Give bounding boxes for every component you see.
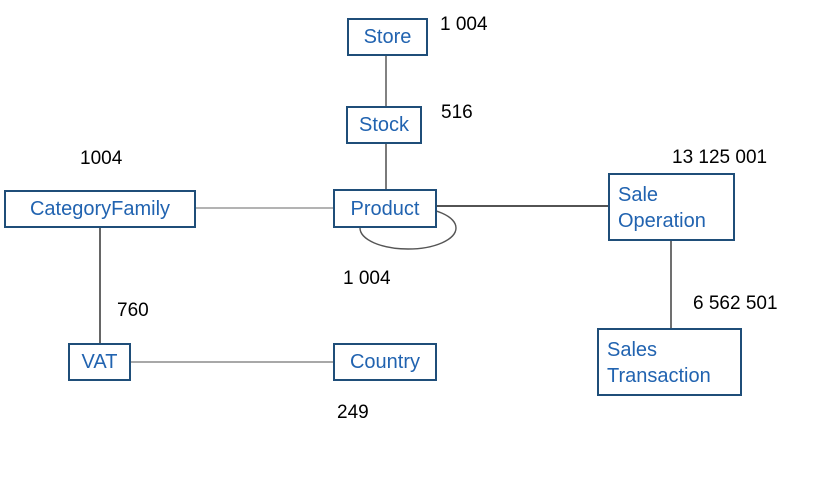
entity-product-label: Product [350,197,420,220]
count-stock: 516 [441,102,473,123]
entity-sale-operation[interactable]: Sale Operation [608,173,735,241]
count-store: 1 004 [440,14,488,35]
entity-country[interactable]: Country [333,343,437,381]
entity-country-label: Country [349,351,421,373]
entity-vat[interactable]: VAT [68,343,131,381]
entity-stock[interactable]: Stock [346,106,422,144]
entity-product[interactable]: Product [333,189,437,228]
entity-sales-transaction-label: Sales Transaction [607,339,711,387]
entity-category-family[interactable]: CategoryFamily [4,190,196,228]
entity-category-family-label: CategoryFamily [29,198,171,220]
count-category-family: 1004 [80,148,123,169]
entity-sale-operation-label: Sale Operation [618,184,706,232]
count-country: 249 [337,402,369,423]
count-vat: 760 [117,300,149,321]
count-sales-transaction: 6 562 501 [693,293,778,314]
entity-vat-label: VAT [81,351,118,373]
entity-sales-transaction[interactable]: Sales Transaction [597,328,742,396]
entity-store-label: Store [363,26,412,48]
count-sale-operation: 13 125 001 [672,147,768,168]
entity-stock-label: Stock [358,114,410,136]
entity-store[interactable]: Store [347,18,428,56]
count-product: 1 004 [343,268,391,289]
